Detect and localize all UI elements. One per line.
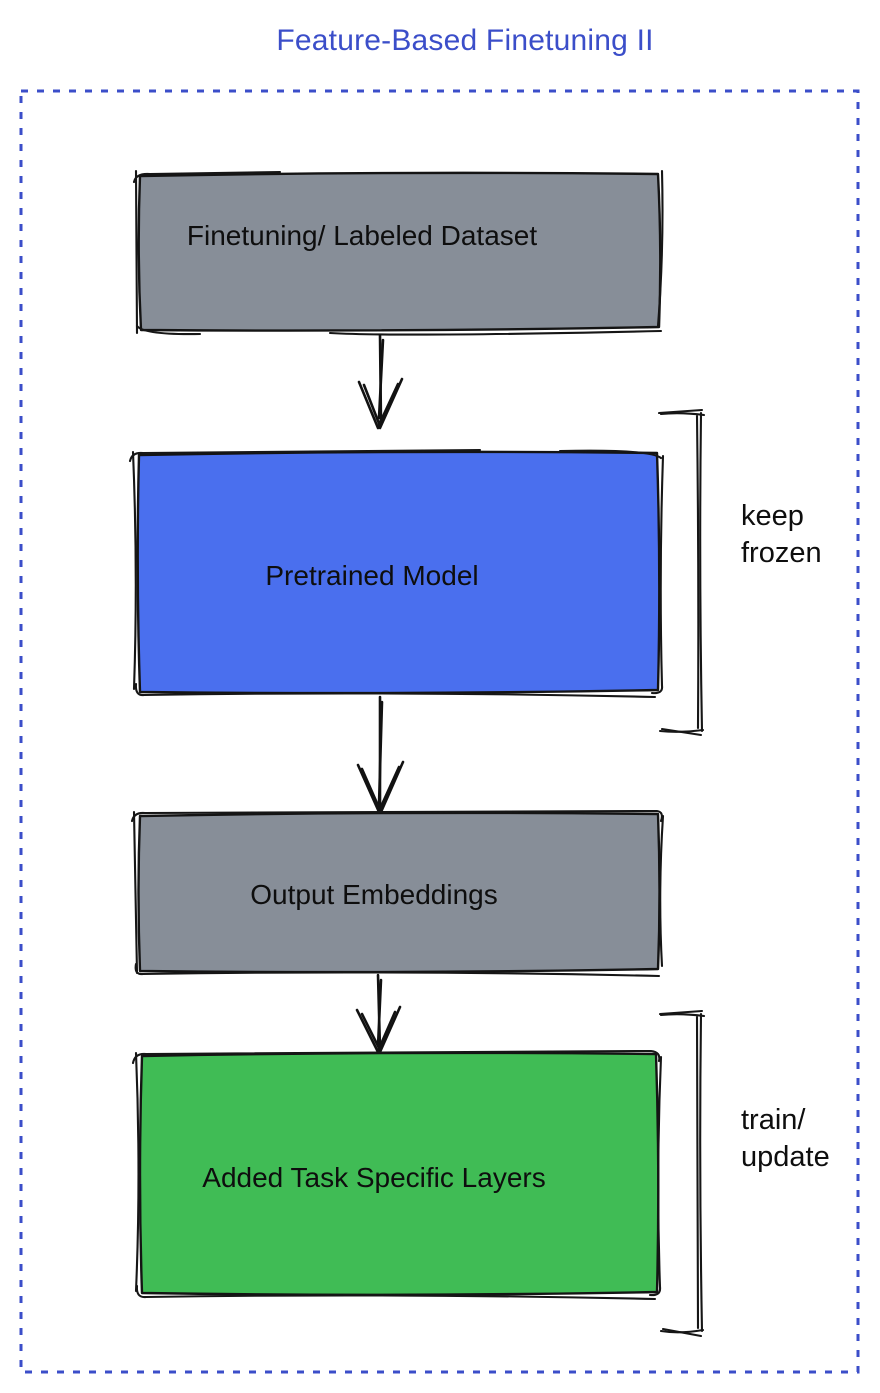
down-arrow-icon [355,973,402,1054]
train-update-bracket-icon [658,1009,706,1338]
node-pretrained-model [128,448,665,699]
down-arrow-icon [357,333,404,430]
node-added-task-layers [131,1049,663,1301]
node-label-finetuning-dataset: Finetuning/ Labeled Dataset [186,220,538,251]
annotation-keep-frozen: keep frozen [741,500,822,569]
keep-frozen-bracket-icon [657,408,706,737]
page-title: Feature-Based Finetuning II [276,24,654,57]
down-arrow-icon [356,695,405,814]
dotted-frame-border [19,89,860,1374]
node-label-pretrained-model: Pretrained Model [265,560,479,591]
node-output-embeddings [130,809,665,978]
node-label-added-task-layers: Added Task Specific Layers [202,1162,546,1193]
node-label-output-embeddings: Output Embeddings [250,879,498,910]
node-finetuning-dataset [132,169,664,336]
annotation-train-update: train/ update [741,1104,830,1173]
